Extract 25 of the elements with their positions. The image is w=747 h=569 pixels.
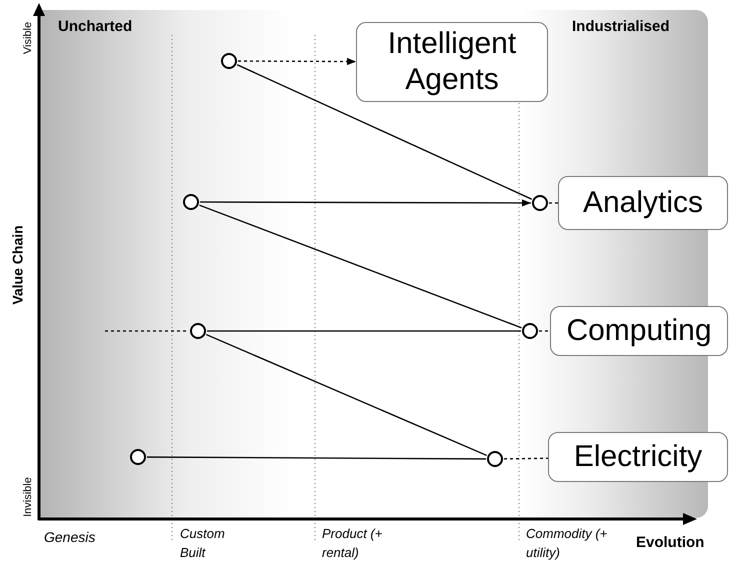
connector-line: [105, 330, 189, 332]
connector-line: [147, 456, 486, 460]
arrow: [200, 199, 531, 207]
axis-label: Product (+ rental): [322, 525, 384, 562]
connector-line: [207, 330, 521, 332]
component-label-box: Computing: [550, 306, 728, 356]
arrow: [238, 58, 356, 66]
axis-label: Genesis: [44, 528, 96, 547]
axis-label: Commodity (+ utility): [526, 525, 608, 562]
component-label-box: Analytics: [558, 176, 728, 230]
connector-line: [206, 334, 487, 456]
connector-line: [504, 458, 548, 460]
component-label-box: Electricity: [548, 432, 728, 482]
axis-label: Custom Built: [180, 525, 226, 562]
axis-label: Invisible: [20, 477, 35, 517]
axis-label: Uncharted: [58, 17, 132, 37]
axis-label: Industrialised: [572, 17, 670, 37]
component-label-box: Intelligent Agents: [356, 22, 548, 102]
axis-label: Visible: [20, 22, 35, 54]
axis-label: Evolution: [636, 533, 704, 553]
connector-line: [539, 330, 550, 332]
connector-line: [236, 64, 532, 200]
connector-line: [549, 202, 558, 204]
connector-line: [199, 204, 522, 328]
axis-label: Value Chain: [8, 225, 26, 305]
